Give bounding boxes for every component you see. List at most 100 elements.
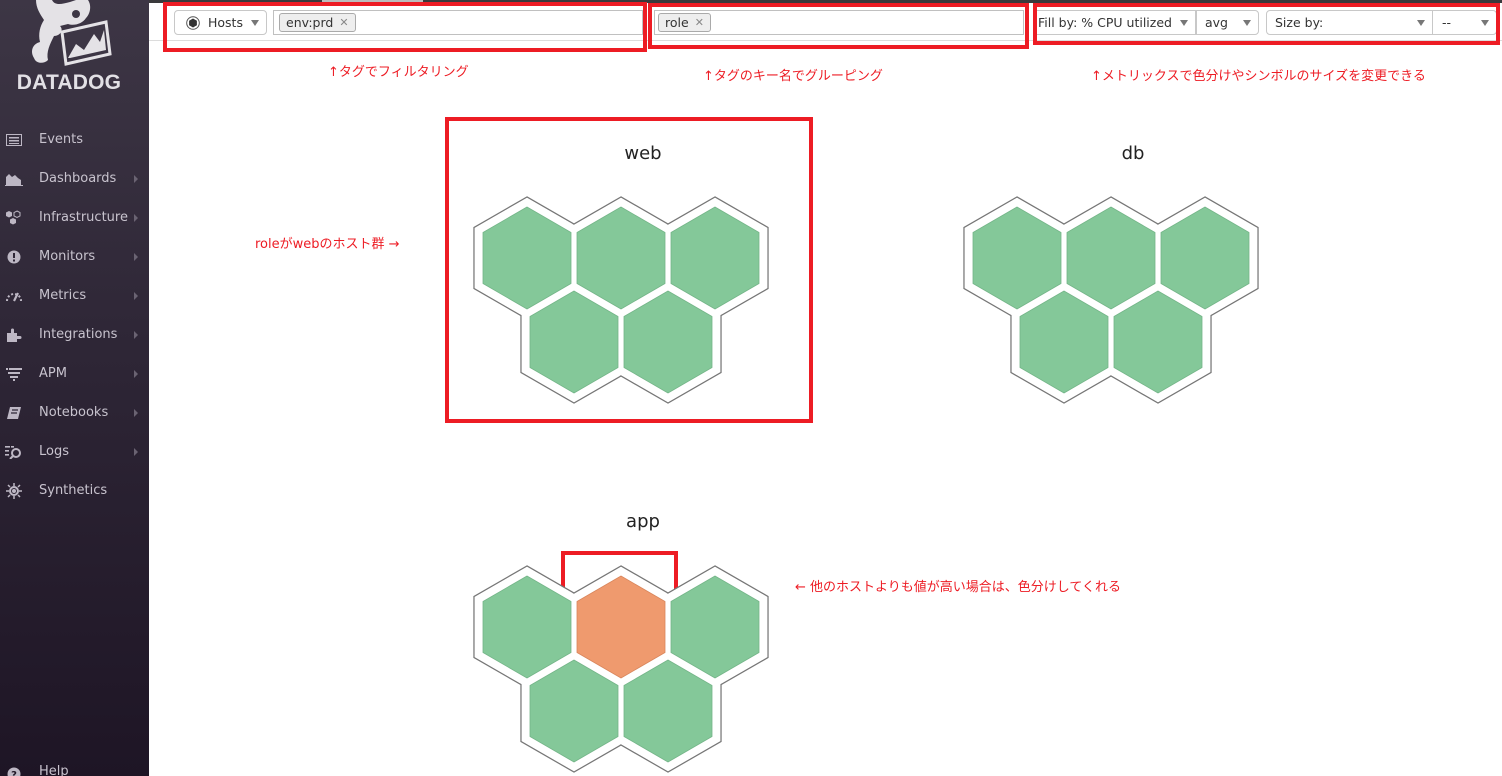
sidebar-item-dashboards[interactable]: Dashboards xyxy=(0,159,149,198)
toolbar-divider xyxy=(149,40,1502,41)
synthetics-icon xyxy=(5,482,23,500)
chevron-right-icon xyxy=(134,213,138,222)
help-label: Help xyxy=(39,764,69,776)
annotation-high-host: ← 他のホストよりも値が高い場合は、色分けしてくれる xyxy=(795,580,1121,595)
integrations-icon xyxy=(5,326,23,344)
highlight-box-group xyxy=(648,3,1029,49)
dashboards-icon xyxy=(5,170,23,188)
top-strip xyxy=(149,0,1502,3)
group-label-app: app xyxy=(626,511,660,532)
caret-down-icon xyxy=(251,20,259,26)
fill-aggregation-select[interactable]: avg xyxy=(1196,10,1259,35)
fill-by-select[interactable]: Fill by: % CPU utilized xyxy=(1033,10,1196,35)
sidebar-item-notebooks[interactable]: Notebooks xyxy=(0,393,149,432)
filter-tag[interactable]: env:prd ✕ xyxy=(279,13,356,32)
entity-select-value: Hosts xyxy=(208,15,243,30)
fill-by-value: Fill by: % CPU utilized xyxy=(1038,15,1172,30)
sidebar-item-events[interactable]: Events xyxy=(0,120,149,159)
sidebar-item-metrics[interactable]: Metrics xyxy=(0,276,149,315)
active-tab-indicator xyxy=(322,0,423,2)
datadog-dog-icon xyxy=(32,0,112,66)
chevron-right-icon xyxy=(134,291,138,300)
chevron-right-icon xyxy=(134,252,138,261)
metrics-icon xyxy=(5,287,23,305)
filter-input[interactable]: env:prd ✕ xyxy=(273,10,643,35)
chevron-right-icon xyxy=(134,330,138,339)
host-hexagon[interactable] xyxy=(670,575,760,679)
caret-down-icon xyxy=(1481,20,1489,26)
host-hexagon-icon xyxy=(186,15,200,30)
notebooks-icon xyxy=(5,404,23,422)
sidebar-item-label: Metrics xyxy=(39,288,87,303)
host-hexagon[interactable] xyxy=(623,290,713,394)
chevron-right-icon xyxy=(134,174,138,183)
group-tag[interactable]: role ✕ xyxy=(658,13,711,32)
host-group-db xyxy=(963,196,1259,404)
sidebar-item-label: Logs xyxy=(39,444,69,459)
svg-text:?: ? xyxy=(11,770,17,776)
entity-select[interactable]: Hosts xyxy=(174,10,267,35)
host-hexagon[interactable] xyxy=(482,575,572,679)
sidebar-item-label: Integrations xyxy=(39,327,118,342)
host-group-app xyxy=(473,565,769,773)
host-group-web xyxy=(473,196,769,404)
chevron-right-icon xyxy=(134,369,138,378)
sidebar-item-integrations[interactable]: Integrations xyxy=(0,315,149,354)
host-hexagon[interactable] xyxy=(482,206,572,310)
sidebar-item-help[interactable]: ? Help xyxy=(0,762,149,776)
logo-text: DATADOG xyxy=(16,71,122,94)
sidebar-item-label: Events xyxy=(39,132,84,147)
events-icon xyxy=(5,131,23,149)
host-hexagon[interactable] xyxy=(1160,206,1250,310)
annotation-web-group: roleがwebのホスト群 → xyxy=(255,237,400,252)
size-aggregation-select[interactable]: -- xyxy=(1432,10,1497,35)
sidebar-item-apm[interactable]: APM xyxy=(0,354,149,393)
host-hexagon[interactable] xyxy=(1019,290,1109,394)
highlight-box-web-group xyxy=(445,117,813,423)
size-aggregation-value: -- xyxy=(1442,15,1452,30)
annotation-metric: ↑メトリックスで色分けやシンボルのサイズを変更できる xyxy=(1091,69,1426,84)
help-icon: ? xyxy=(5,765,23,776)
host-hexagon[interactable] xyxy=(1113,290,1203,394)
caret-down-icon xyxy=(1180,20,1188,26)
host-hexagon[interactable] xyxy=(670,206,760,310)
annotation-filter: ↑タグでフィルタリング xyxy=(328,65,469,80)
sidebar-item-infrastructure[interactable]: Infrastructure xyxy=(0,198,149,237)
sidebar-item-label: Synthetics xyxy=(39,483,108,498)
group-label-web: web xyxy=(624,143,662,164)
chevron-right-icon xyxy=(134,447,138,456)
size-by-value: Size by: xyxy=(1275,15,1324,30)
close-icon[interactable]: ✕ xyxy=(694,16,704,29)
datadog-logo[interactable]: DATADOG xyxy=(0,0,149,100)
sidebar-item-label: Infrastructure xyxy=(39,210,128,225)
monitors-icon xyxy=(5,248,23,266)
sidebar: DATADOG Events Dashboards Infrastr xyxy=(0,0,149,776)
size-by-select[interactable]: Size by: xyxy=(1266,10,1433,35)
sidebar-nav: Events Dashboards Infrastructure xyxy=(0,120,149,510)
filter-tag-label: env:prd xyxy=(286,15,334,30)
group-label-db: db xyxy=(1121,143,1145,164)
fill-aggregation-value: avg xyxy=(1205,15,1228,30)
logs-icon xyxy=(5,443,23,461)
host-hexagon[interactable] xyxy=(623,659,713,763)
host-hexagon[interactable] xyxy=(1066,206,1156,310)
caret-down-icon xyxy=(1243,20,1251,26)
close-icon[interactable]: ✕ xyxy=(339,16,349,29)
infrastructure-icon xyxy=(5,209,23,227)
host-hexagon[interactable] xyxy=(576,575,666,679)
group-by-input[interactable]: role ✕ xyxy=(654,10,1024,35)
host-hexagon[interactable] xyxy=(529,659,619,763)
sidebar-item-label: APM xyxy=(39,366,67,381)
sidebar-item-synthetics[interactable]: Synthetics xyxy=(0,471,149,510)
host-hexagon[interactable] xyxy=(576,206,666,310)
group-tag-label: role xyxy=(665,15,689,30)
annotation-group: ↑タグのキー名でグルーピング xyxy=(703,69,883,84)
sidebar-item-monitors[interactable]: Monitors xyxy=(0,237,149,276)
sidebar-item-logs[interactable]: Logs xyxy=(0,432,149,471)
sidebar-item-label: Monitors xyxy=(39,249,96,264)
sidebar-item-label: Dashboards xyxy=(39,171,117,186)
host-hexagon[interactable] xyxy=(972,206,1062,310)
host-hexagon[interactable] xyxy=(529,290,619,394)
